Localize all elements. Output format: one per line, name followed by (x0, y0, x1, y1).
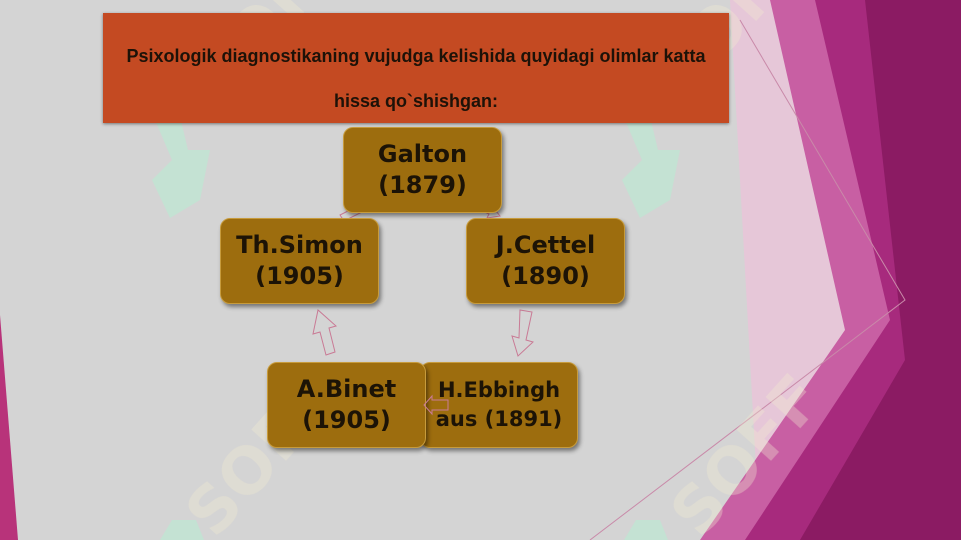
node-simon-year: (1905) (255, 262, 344, 290)
magenta-panel-dark (800, 0, 961, 540)
decor-line (589, 19, 906, 540)
node-cettel-year: (1890) (501, 262, 590, 290)
node-simon: Th.Simon (1905) (220, 218, 379, 304)
node-binet-name: A.Binet (296, 374, 397, 403)
node-simon-name: Th.Simon (236, 230, 363, 259)
title-line-2: hissa qo`shishgan: (333, 91, 499, 111)
node-cettel-name: J.Cettel (495, 230, 596, 259)
node-galton-year: (1879) (378, 171, 467, 199)
left-magenta-accent (0, 315, 18, 540)
node-ebbinghaus-year: aus (1891) (435, 407, 563, 431)
node-binet-year: (1905) (302, 406, 391, 434)
node-galton: Galton (1879) (343, 127, 502, 213)
node-cettel: J.Cettel (1890) (466, 218, 625, 304)
node-galton-name: Galton (377, 139, 468, 168)
node-ebbinghaus-name: H.Ebbingh (437, 377, 561, 402)
node-binet: A.Binet (1905) (267, 362, 426, 448)
watermark-logo (150, 108, 680, 540)
title-box: Psixologik diagnostikaning vujudga kelis… (103, 13, 729, 123)
title-line-1: Psixologik diagnostikaning vujudga kelis… (126, 46, 706, 66)
node-ebbinghaus: H.Ebbingh aus (1891) (420, 362, 578, 448)
